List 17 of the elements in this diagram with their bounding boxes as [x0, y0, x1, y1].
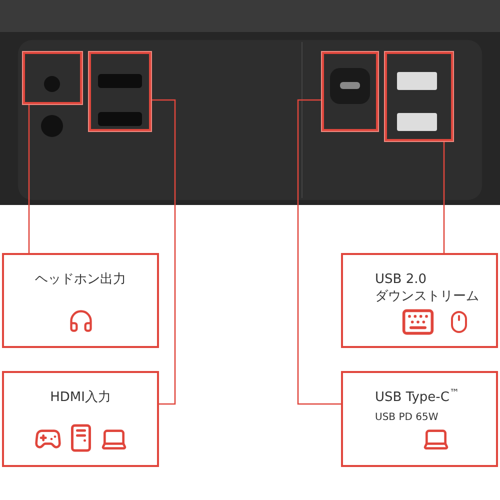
port-card [2, 371, 159, 467]
card-title: ヘッドホン出力 [35, 271, 126, 288]
port-highlight-box [385, 52, 453, 141]
port-card [341, 253, 498, 348]
port-highlight-box [89, 52, 151, 131]
port-highlight-box [322, 52, 378, 131]
card-title: USB Type-C$^{™}$ [375, 389, 460, 406]
connector-line [297, 99, 341, 405]
port-card [341, 371, 498, 467]
connector-line [28, 104, 30, 253]
port-card [2, 253, 159, 348]
card-title: USB 2.0 ダウンストリーム [375, 271, 480, 305]
connector-line [443, 141, 445, 253]
connector-line [151, 99, 176, 405]
port-highlight-box [23, 52, 82, 104]
card-title: HDMI入力 [50, 389, 111, 406]
card-subtitle: USB PD 65W [375, 411, 438, 425]
